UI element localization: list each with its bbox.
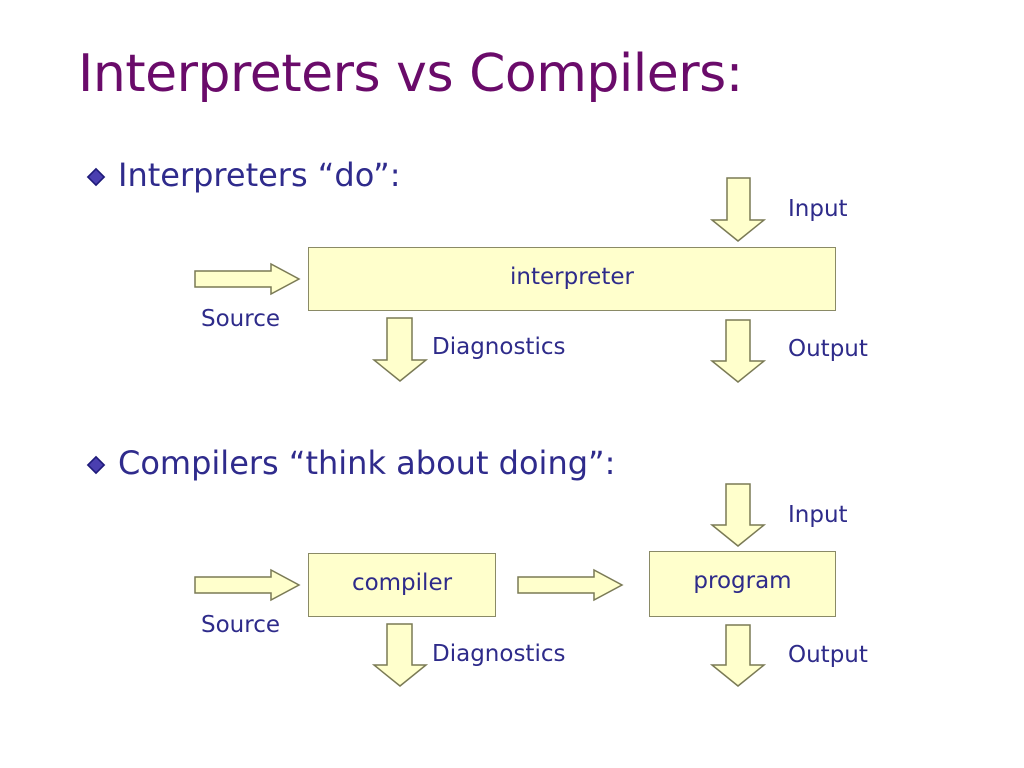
input-arrow-1: [709, 177, 767, 242]
source-label-1: Source: [201, 306, 280, 332]
source-arrow-2: [194, 568, 301, 602]
diagnostics-arrow-1: [371, 317, 429, 382]
diagnostics-arrow-2: [371, 623, 429, 687]
bullet-compilers: Compilers “think about doing”:: [85, 444, 616, 482]
source-label-2: Source: [201, 612, 280, 638]
compiler-box: compiler: [308, 553, 496, 617]
program-box: program: [649, 551, 836, 617]
diamond-bullet-icon: [85, 454, 107, 476]
compiler-to-program-arrow: [517, 568, 624, 602]
bullet-interpreters: Interpreters “do”:: [85, 156, 401, 194]
input-arrow-2: [709, 483, 767, 547]
input-label-2: Input: [788, 502, 848, 528]
diagnostics-label-1: Diagnostics: [432, 334, 566, 360]
diagnostics-label-2: Diagnostics: [432, 641, 566, 667]
input-label-1: Input: [788, 196, 848, 222]
slide-title: Interpreters vs Compilers:: [78, 44, 743, 104]
output-arrow-2: [709, 624, 767, 687]
diamond-bullet-icon: [85, 166, 107, 188]
bullet-compilers-text: Compilers “think about doing”:: [118, 444, 616, 482]
bullet-interpreters-text: Interpreters “do”:: [118, 156, 401, 194]
output-arrow-1: [709, 319, 767, 383]
source-arrow-1: [194, 262, 301, 296]
output-label-2: Output: [788, 642, 868, 668]
interpreter-box: interpreter: [308, 247, 836, 311]
output-label-1: Output: [788, 336, 868, 362]
